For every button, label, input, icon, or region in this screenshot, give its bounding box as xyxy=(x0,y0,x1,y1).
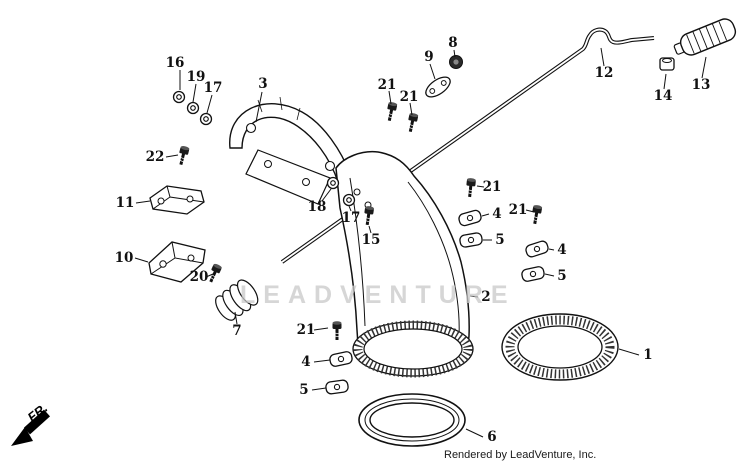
part-clamp-4b xyxy=(524,239,550,259)
part-rod-12 xyxy=(280,27,655,264)
part-callout-17: 17 xyxy=(341,210,361,226)
part-callout-1: 1 xyxy=(643,347,653,363)
part-callout-4: 4 xyxy=(557,242,567,258)
part-callout-21: 21 xyxy=(482,179,502,195)
part-callout-19: 19 xyxy=(186,69,206,85)
part-callout-12: 12 xyxy=(594,65,614,81)
part-callout-18: 18 xyxy=(307,199,327,215)
part-callout-7: 7 xyxy=(232,323,242,339)
part-coil-7 xyxy=(215,279,259,321)
part-callout-13: 13 xyxy=(691,77,711,93)
part-bolt-21a xyxy=(383,99,400,124)
part-clamp-4a xyxy=(457,208,483,228)
part-bolt-20 xyxy=(205,261,224,286)
part-washer-17b xyxy=(342,193,356,207)
part-callout-2: 2 xyxy=(481,289,491,305)
part-callout-3: 3 xyxy=(258,76,268,92)
part-guard-2 xyxy=(335,150,474,378)
part-callout-5: 5 xyxy=(495,232,505,248)
part-washer-19 xyxy=(186,101,200,115)
part-bolt-21c xyxy=(463,176,478,199)
part-callout-17: 17 xyxy=(203,80,223,96)
fr-arrow-icon xyxy=(11,409,51,446)
part-callout-5: 5 xyxy=(557,268,567,284)
footer-credit: Rendered by LeadVenture, Inc. xyxy=(444,449,597,461)
part-clamp-5b xyxy=(520,265,546,283)
part-callout-20: 20 xyxy=(189,269,209,285)
part-nut-14 xyxy=(659,57,675,71)
part-washer-17a xyxy=(199,112,213,126)
part-callout-9: 9 xyxy=(424,49,434,65)
part-callout-16: 16 xyxy=(165,55,185,71)
part-callout-4: 4 xyxy=(301,354,311,370)
part-washer-18 xyxy=(326,176,340,190)
part-callout-10: 10 xyxy=(114,250,134,266)
part-callout-21: 21 xyxy=(296,322,316,338)
part-callout-4: 4 xyxy=(492,206,502,222)
part-bracket-10 xyxy=(148,241,206,283)
leader-lines xyxy=(134,47,707,438)
part-clamp-5a xyxy=(458,231,484,249)
part-callout-21: 21 xyxy=(508,202,528,218)
part-ring-6 xyxy=(358,393,466,447)
part-bolt-21d xyxy=(528,203,544,227)
part-callout-14: 14 xyxy=(653,88,673,104)
part-callout-6: 6 xyxy=(487,429,497,445)
part-plate-9 xyxy=(425,76,451,98)
part-callout-21: 21 xyxy=(377,77,397,93)
part-clamp-5c xyxy=(324,378,350,396)
part-clamp-4c xyxy=(328,350,354,368)
part-callout-8: 8 xyxy=(448,35,458,51)
part-callout-21: 21 xyxy=(399,89,419,105)
part-ring-1 xyxy=(501,313,619,381)
part-callout-22: 22 xyxy=(145,149,165,165)
part-bolt-21b xyxy=(404,110,421,135)
part-handle-mount xyxy=(245,149,331,205)
part-bracket-11 xyxy=(149,185,205,215)
part-callout-11: 11 xyxy=(115,195,135,211)
part-bolt-22 xyxy=(174,143,192,168)
part-grip-13 xyxy=(673,18,737,56)
part-bolt-21e xyxy=(331,319,343,342)
part-nut-8 xyxy=(449,55,463,69)
part-callout-15: 15 xyxy=(361,232,381,248)
part-callout-5: 5 xyxy=(299,382,309,398)
part-washer-16 xyxy=(172,90,186,104)
